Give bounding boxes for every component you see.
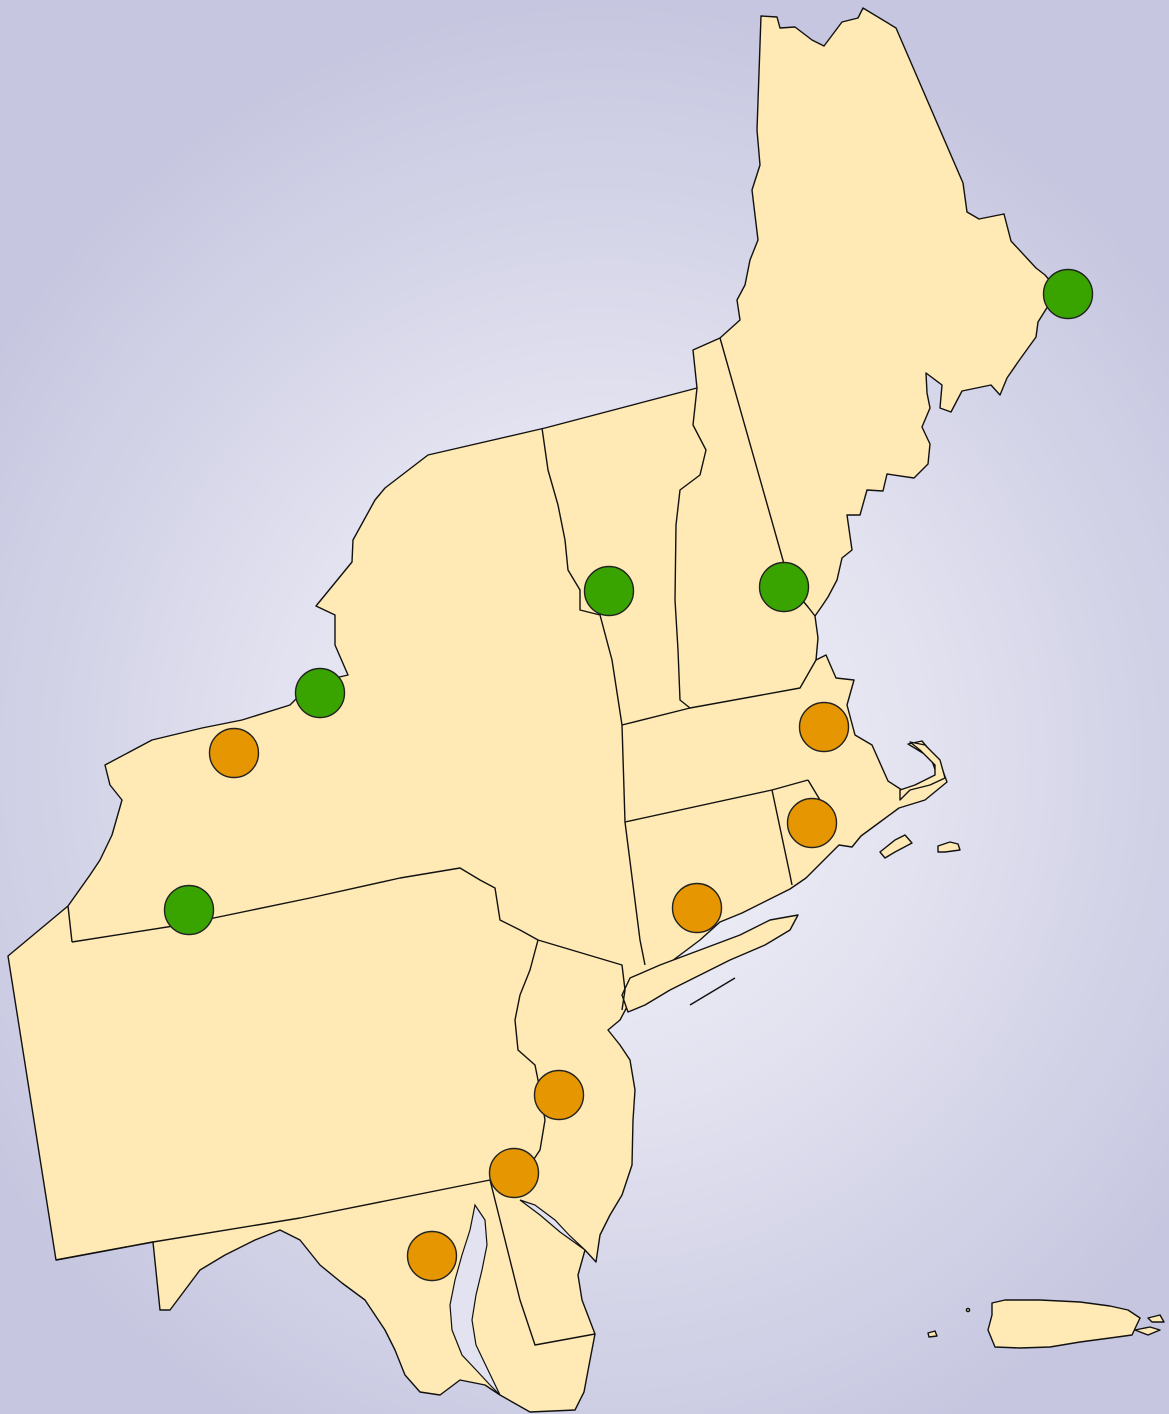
border-massachusetts-north xyxy=(621,659,817,726)
marker-delaware-north[interactable] xyxy=(488,1147,540,1199)
border-new-hampshire-vermont xyxy=(674,387,707,709)
marker-maine-east[interactable] xyxy=(1042,268,1094,320)
border-new-york-new-england xyxy=(621,724,646,966)
puerto-rico-islet-culebra xyxy=(1147,1314,1165,1323)
marker-new-york-southwest[interactable] xyxy=(163,884,215,936)
border-new-york-west-lake-erie xyxy=(67,905,73,943)
border-pennsylvania-new-jersey xyxy=(509,939,546,1181)
border-maryland-delaware xyxy=(489,1179,596,1346)
marker-new-york-west[interactable] xyxy=(208,727,260,779)
puerto-rico-islet-vieques xyxy=(1134,1326,1161,1336)
puerto-rico-islet-mona xyxy=(927,1330,938,1338)
long-island-outer-barrier xyxy=(689,977,736,1006)
marker-new-hampshire-central[interactable] xyxy=(758,561,810,613)
marker-rhode-island[interactable] xyxy=(786,797,838,849)
marker-maryland-east[interactable] xyxy=(406,1230,458,1282)
marker-vermont-central[interactable] xyxy=(583,565,635,617)
long-island xyxy=(621,914,799,1013)
puerto-rico xyxy=(987,1299,1141,1349)
marker-new-jersey-central[interactable] xyxy=(533,1069,585,1121)
delaware-bay xyxy=(519,1199,586,1251)
nantucket xyxy=(937,841,961,853)
marker-massachusetts-east[interactable] xyxy=(798,701,850,753)
chesapeake-bay xyxy=(449,1203,501,1396)
border-new-york-pennsylvania xyxy=(71,867,539,943)
border-new-york-new-jersey xyxy=(537,939,626,1011)
puerto-rico-islet-desecheo xyxy=(965,1307,971,1313)
marker-connecticut-south[interactable] xyxy=(671,882,723,934)
marker-new-york-lake-ontario[interactable] xyxy=(294,667,346,719)
border-vermont-new-york xyxy=(541,427,623,726)
marthas-vineyard xyxy=(879,834,913,859)
cape-cod xyxy=(899,741,946,801)
border-connecticut-rhode-island xyxy=(771,789,793,886)
